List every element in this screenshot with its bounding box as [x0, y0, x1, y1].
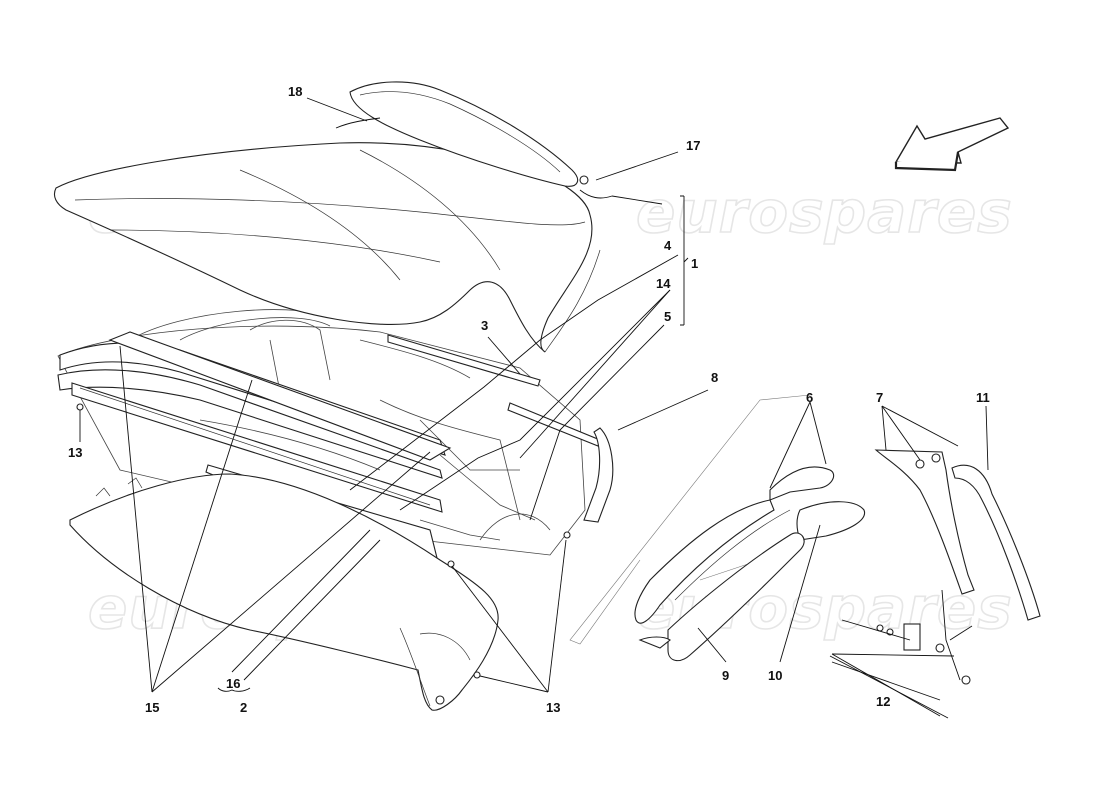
callout-13-left: 13: [68, 445, 82, 460]
callout-13-bottom: 13: [546, 700, 560, 715]
trim-strip-8: [583, 427, 614, 523]
tonneau-cover: [69, 473, 499, 711]
soft-top-panel: [53, 142, 601, 353]
callout-7: 7: [876, 390, 883, 405]
hinge-assembly: [874, 449, 1041, 685]
callout-9: 9: [722, 668, 729, 683]
cable: [335, 117, 613, 199]
callout-10: 10: [768, 668, 782, 683]
watermark-top-right: eurospares: [636, 178, 1013, 246]
callout-8: 8: [711, 370, 718, 385]
callout-12: 12: [876, 694, 890, 709]
callout-16: 16: [226, 676, 240, 691]
direction-arrow-icon: [894, 117, 1010, 172]
callout-15: 15: [145, 700, 159, 715]
callout-11: 11: [976, 390, 990, 405]
rear-window: [349, 81, 589, 187]
callout-2: 2: [240, 700, 247, 715]
callout-4: 4: [664, 238, 672, 253]
callout-17: 17: [686, 138, 700, 153]
callout-6: 6: [806, 390, 813, 405]
callout-labels: 18 17 4 1 14 5 3 8 6 7 11 13 9 10 16 12 …: [68, 84, 990, 715]
callout-14: 14: [656, 276, 671, 291]
callout-5: 5: [664, 309, 671, 324]
callout-18: 18: [288, 84, 302, 99]
callout-3: 3: [481, 318, 488, 333]
leader-lines: [79, 97, 989, 719]
side-panels: [634, 466, 866, 662]
callout-1: 1: [691, 256, 698, 271]
